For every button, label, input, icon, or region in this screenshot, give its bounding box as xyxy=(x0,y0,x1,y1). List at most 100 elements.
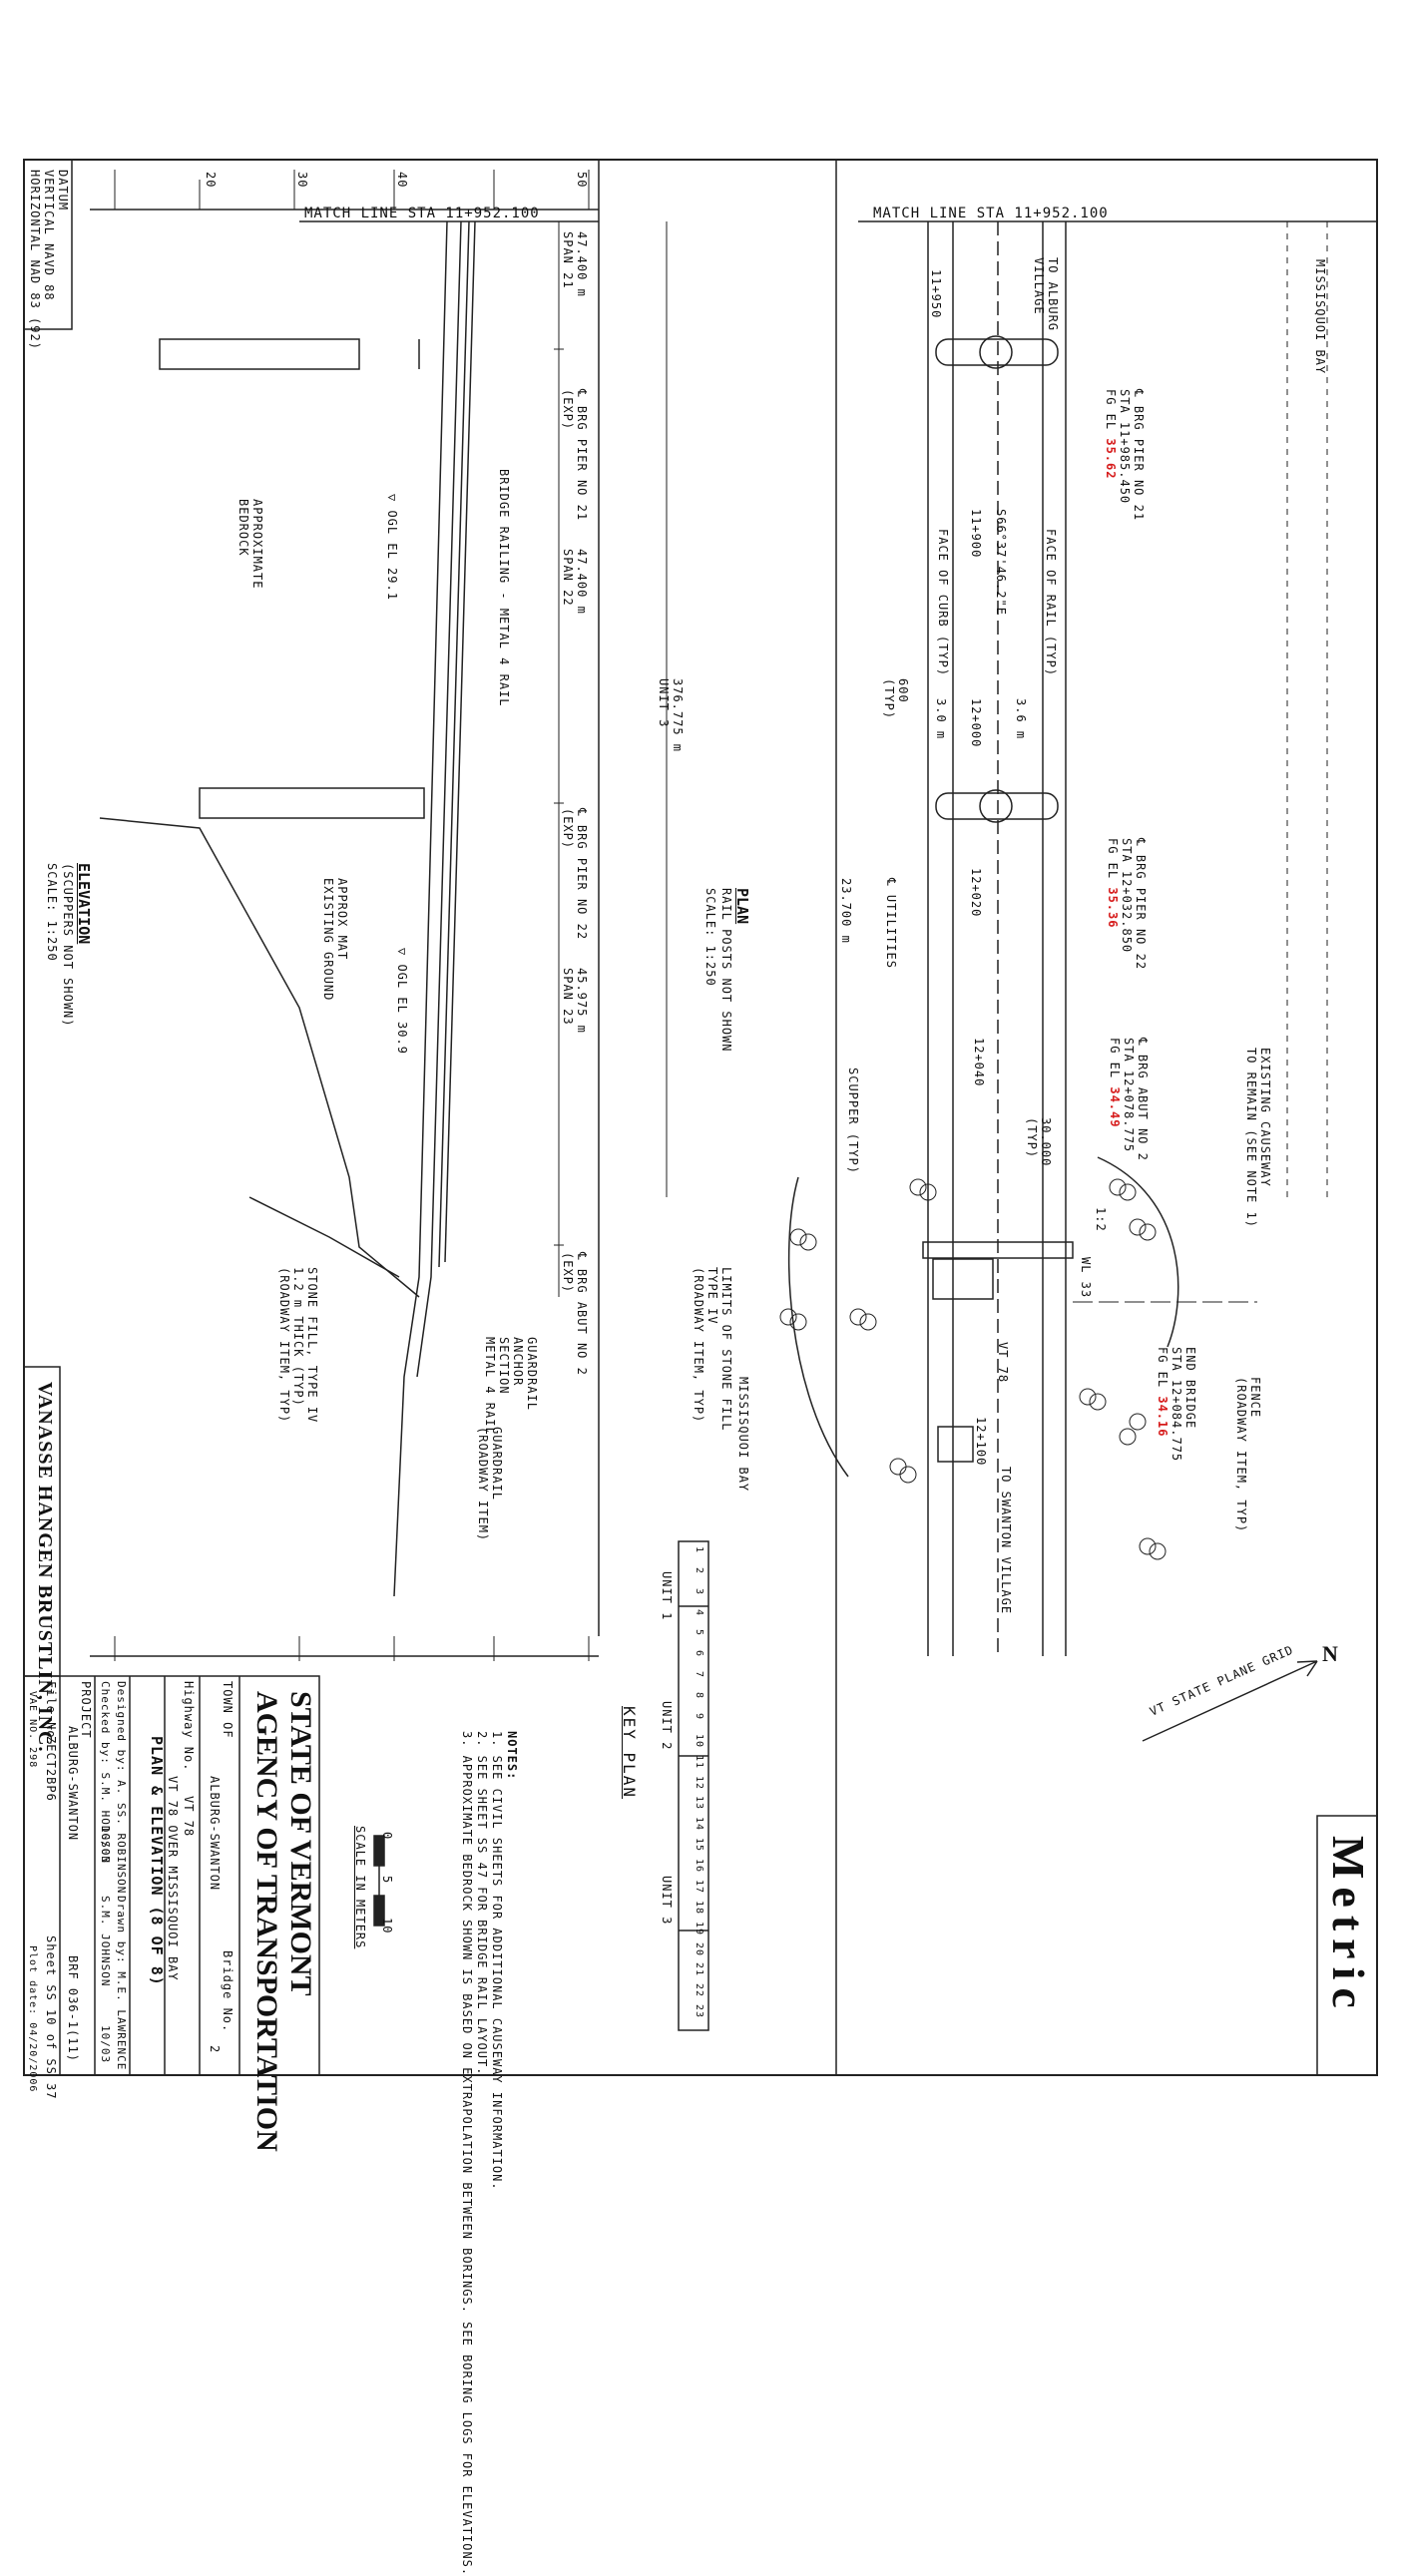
key-plan-number: 10 xyxy=(694,1733,704,1748)
datum-line: DATUM xyxy=(56,170,70,212)
key-plan-number: 18 xyxy=(694,1900,704,1915)
span-22-name: SPAN 22 xyxy=(561,549,575,607)
limits-stone-line: LIMITS OF STONE FILL xyxy=(719,1267,733,1432)
elevation-title-block: ELEVATION (SCUPPERS NOT SHOWN) SCALE: 1:… xyxy=(44,863,93,1028)
abut-2-plan-label: ℄ BRG ABUT NO 2 STA 12+078.775 FG EL 34.… xyxy=(1108,1038,1150,1161)
pier-21-label: ℄ BRG PIER NO 21 (EXP) xyxy=(561,389,589,521)
town-value: ALBURG-SWANTON xyxy=(208,1776,222,1892)
dim-600-label: 600 (TYP) xyxy=(882,678,910,719)
span-21-length: 47.400 m xyxy=(575,231,589,297)
project-no: BRF 036-1(11) xyxy=(66,1955,80,2062)
face-rail-label: FACE OF RAIL (TYP) xyxy=(1044,529,1058,677)
station-label: 12+040 xyxy=(972,1038,986,1087)
dim-3000-line: 30.000 xyxy=(1039,1117,1053,1167)
scale-bar-tick: 0 xyxy=(380,1832,394,1841)
dim-600-line: (TYP) xyxy=(882,678,896,720)
missisquoi-bay-label: MISSISQUOI BAY xyxy=(736,1377,750,1493)
pier-22-exp: (EXP) xyxy=(561,808,575,850)
pier-21-name: ℄ BRG PIER NO 21 xyxy=(575,389,589,522)
fence-line: FENCE xyxy=(1248,1377,1262,1419)
elevation-scale: SCALE: 1:250 xyxy=(45,863,59,962)
fence-label: FENCE (ROADWAY ITEM, TYP) xyxy=(1234,1377,1262,1532)
key-plan-number: 17 xyxy=(694,1879,704,1894)
station-label: 12+100 xyxy=(974,1417,988,1467)
highway-value: VT 78 xyxy=(182,1796,196,1838)
north-arrow-icon: N xyxy=(1322,1641,1338,1666)
scale-bar-tick: 5 xyxy=(380,1876,394,1885)
plan-title-block: PLAN RAIL POSTS NOT SHOWN SCALE: 1:250 xyxy=(702,888,751,1053)
elevation-subtitle: (SCUPPERS NOT SHOWN) xyxy=(61,863,75,1028)
approx-bedrock-line: BEDROCK xyxy=(236,499,250,557)
station-label: 11+950 xyxy=(929,269,943,319)
elev-scale-tick: 30 xyxy=(295,172,309,189)
dim-3000-line: (TYP) xyxy=(1025,1117,1039,1159)
face-curb-label: FACE OF CURB (TYP) xyxy=(936,529,950,677)
bridge-engineer: S.M. JOHNSON xyxy=(99,1896,112,1987)
limits-stone-line: TYPE IV xyxy=(705,1267,719,1325)
note-item: 3. APPROXIMATE BEDROCK SHOWN IS BASED ON… xyxy=(460,1731,474,2576)
existing-causeway-label: EXISTING CAUSEWAY TO REMAIN (SEE NOTE 1) xyxy=(1244,1048,1272,1228)
plot-date: Plot date: 04/20/2006 xyxy=(27,1945,38,2093)
note-item: 1. SEE CIVIL SHEETS FOR ADDITIONAL CAUSE… xyxy=(490,1731,504,2191)
key-plan-unit: UNIT 3 xyxy=(660,1876,674,1926)
agency-line-2: AGENCY OF TRANSPORTATION xyxy=(250,1691,283,2152)
key-plan-number: 22 xyxy=(694,1983,704,1998)
key-plan-number: 1 xyxy=(694,1546,704,1554)
pier-22-name: ℄ BRG PIER NO 22 xyxy=(575,808,589,941)
dim-600-line: 600 xyxy=(896,678,910,703)
unit-length: 376.775 m xyxy=(671,678,685,753)
note-item: 2. SEE SHEET SS 47 FOR BRIDGE RAIL LAYOU… xyxy=(475,1731,489,2076)
dim-label: 3.0 m xyxy=(934,698,948,740)
agency-title: STATE OF VERMONT AGENCY OF TRANSPORTATIO… xyxy=(249,1691,317,2152)
pier-21-plan-line: STA 11+985.450 xyxy=(1118,389,1132,505)
key-plan-number: 16 xyxy=(694,1859,704,1874)
town-label: TOWN OF xyxy=(221,1681,234,1739)
project-value: ALBURG-SWANTON xyxy=(66,1726,80,1842)
abut-2-plan-line: STA 12+078.775 xyxy=(1122,1038,1136,1153)
end-bridge-line: FG EL xyxy=(1156,1347,1169,1389)
end-bridge-line: END BRIDGE xyxy=(1183,1347,1197,1430)
end-bridge-fg-el: 34.16 xyxy=(1156,1396,1169,1438)
approx-ground-label: APPROX MAT EXISTING GROUND xyxy=(321,878,349,1001)
pier-22-plan-line: ℄ BRG PIER NO 22 xyxy=(1134,838,1148,971)
fence-line: (ROADWAY ITEM, TYP) xyxy=(1234,1377,1248,1533)
guardrail-anchor-line: GUARDRAIL xyxy=(525,1337,539,1412)
end-bridge-line: STA 12+084.775 xyxy=(1169,1347,1183,1463)
date-1: 10/03 xyxy=(99,1826,112,1865)
stone-fill-line: (ROADWAY ITEM, TYP) xyxy=(277,1267,291,1424)
abut-2-plan-line: ℄ BRG ABUT NO 2 xyxy=(1136,1038,1150,1161)
key-plan-unit: UNIT 2 xyxy=(660,1701,674,1751)
key-plan-number: 14 xyxy=(694,1817,704,1832)
to-alburg-line: TO ALBURG xyxy=(1046,257,1060,332)
vtrans-no: VAE NO. 298 xyxy=(27,1691,38,1769)
span-23-length: 45.975 m xyxy=(575,968,589,1034)
station-label: 12+020 xyxy=(969,868,983,918)
file-no-value: ZECT2BP6 xyxy=(44,1736,58,1802)
key-plan-number: 11 xyxy=(694,1754,704,1769)
highway-label: Highway No. xyxy=(182,1681,196,1772)
utilities-label: ℄ UTILITIES xyxy=(884,878,898,969)
key-plan-unit: UNIT 1 xyxy=(660,1571,674,1621)
key-plan-number: 5 xyxy=(694,1629,704,1637)
len-23-label: 23.700 m xyxy=(839,878,853,944)
to-alburg-label: TO ALBURG VILLAGE xyxy=(1032,257,1060,331)
pier-22-label: ℄ BRG PIER NO 22 (EXP) xyxy=(561,808,589,940)
pier-21-plan-line: ℄ BRG PIER NO 21 xyxy=(1132,389,1146,522)
key-plan-number: 6 xyxy=(694,1650,704,1658)
key-plan-title: KEY PLAN xyxy=(620,1706,639,1800)
guardrail-anchor-line: METAL 4 RAIL xyxy=(483,1337,497,1436)
bearing-label: S66°37'46.2"E xyxy=(994,509,1008,616)
key-plan-number: 23 xyxy=(694,2004,704,2019)
key-plan-number: 21 xyxy=(694,1962,704,1977)
existing-causeway-line: EXISTING CAUSEWAY xyxy=(1258,1048,1272,1187)
elev-scale-tick: 40 xyxy=(395,172,409,189)
og-el-1-label: ▽ OGL EL 29.1 xyxy=(385,494,399,601)
pier-21-fg-el: 35.62 xyxy=(1104,438,1118,480)
stone-fill-line: 1.2 m THICK (TYP) xyxy=(291,1267,305,1407)
notes-block: NOTES: 1. SEE CIVIL SHEETS FOR ADDITIONA… xyxy=(459,1731,519,2576)
key-plan-number: 8 xyxy=(694,1692,704,1700)
ratio-label: 1:2 xyxy=(1094,1207,1108,1232)
key-plan-number: 15 xyxy=(694,1838,704,1853)
elevation-title: ELEVATION xyxy=(75,863,93,945)
bridge-no-value: 2 xyxy=(208,2045,222,2054)
